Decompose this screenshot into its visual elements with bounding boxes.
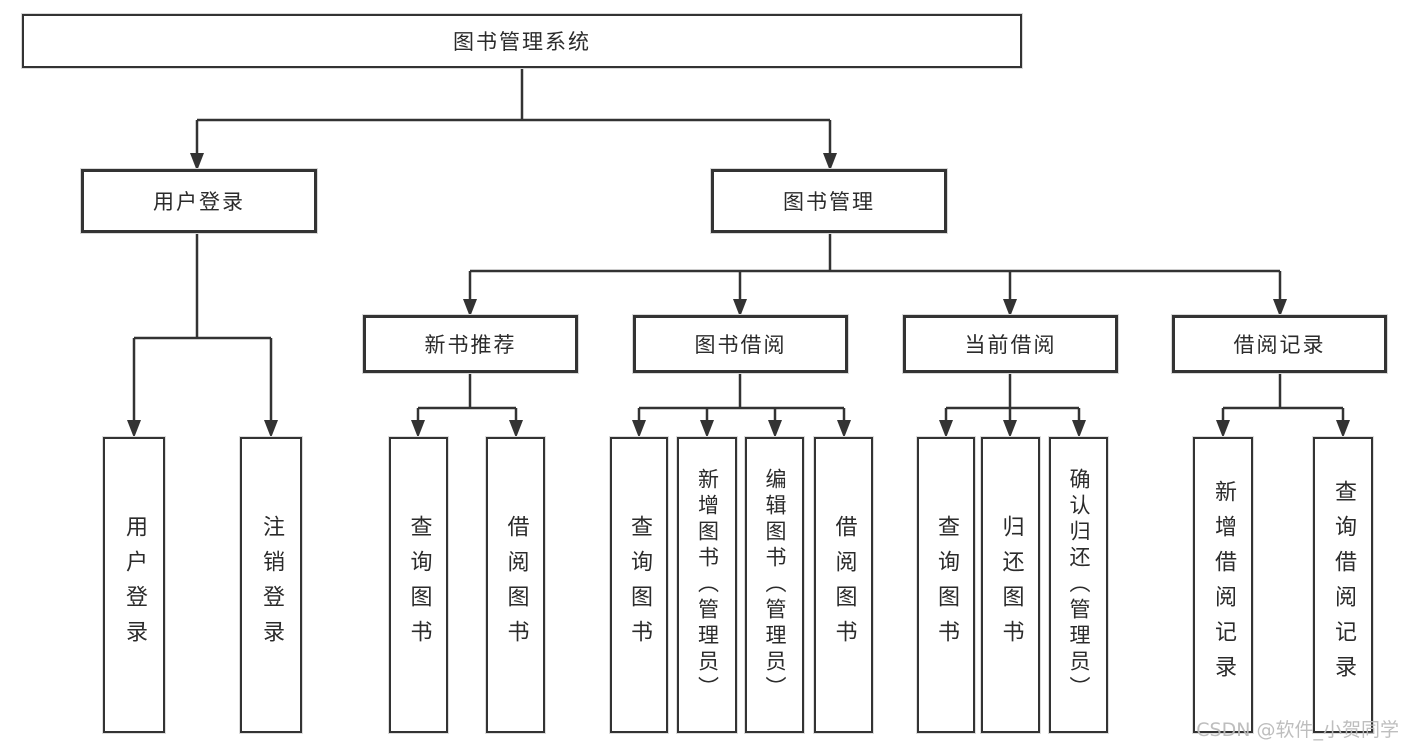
arrow-down-icon (1072, 420, 1086, 438)
leaf-borrow-add-book: 新增图书（管理员） (677, 437, 737, 733)
leaf-newbooks-query-label: 查询图书 (406, 515, 432, 655)
connector-current-borrow-branch (944, 373, 1081, 423)
leaf-newbooks-query: 查询图书 (389, 437, 448, 733)
leaf-borrow-borrow-book: 借阅图书 (814, 437, 873, 733)
leaf-records-query: 查询借阅记录 (1313, 437, 1373, 733)
node-new-book-recommend-label: 新书推荐 (424, 333, 517, 357)
leaf-user-login: 用户登录 (103, 437, 165, 733)
arrow-down-icon (768, 420, 782, 438)
leaf-borrow-edit-book: 编辑图书（管理员） (745, 437, 804, 733)
arrow-down-icon (1336, 420, 1350, 438)
leaf-borrow-edit-book-label: 编辑图书（管理员） (763, 468, 787, 702)
connector-new-books-branch (416, 373, 518, 423)
node-book-management: 图书管理 (711, 169, 947, 233)
node-user-login: 用户登录 (81, 169, 317, 233)
arrow-down-icon (509, 420, 523, 438)
node-new-book-recommend: 新书推荐 (363, 315, 578, 373)
leaf-user-login-label: 用户登录 (122, 515, 147, 655)
arrow-down-icon (1273, 299, 1287, 317)
leaf-logout: 注销登录 (240, 437, 302, 733)
arrow-down-icon (411, 420, 425, 438)
node-book-management-label: 图书管理 (783, 190, 875, 214)
node-book-borrow: 图书借阅 (633, 315, 848, 373)
node-user-login-label: 用户登录 (153, 190, 245, 214)
connector-root-branch (195, 68, 832, 156)
arrowheads (127, 153, 1350, 438)
arrow-down-icon (632, 420, 646, 438)
leaf-borrow-query: 查询图书 (610, 437, 668, 733)
connector-book-borrow-branch (637, 373, 846, 423)
arrow-down-icon (733, 299, 747, 317)
leaf-current-confirm-return-label: 确认归还（管理员） (1067, 468, 1091, 702)
watermark: CSDN @软件_小贺同学 (1196, 719, 1399, 741)
leaf-records-query-label: 查询借阅记录 (1331, 480, 1356, 690)
leaf-current-confirm-return: 确认归还（管理员） (1049, 437, 1108, 733)
leaf-records-add-label: 新增借阅记录 (1211, 480, 1236, 690)
leaf-borrow-borrow-book-label: 借阅图书 (831, 515, 857, 655)
leaf-borrow-add-book-label: 新增图书（管理员） (695, 468, 720, 702)
arrow-down-icon (127, 420, 141, 438)
arrow-down-icon (1216, 420, 1230, 438)
node-borrow-records: 借阅记录 (1172, 315, 1387, 373)
leaf-newbooks-borrow-label: 借阅图书 (503, 515, 529, 655)
leaf-newbooks-borrow: 借阅图书 (486, 437, 545, 733)
connector-user-login-branch (132, 233, 273, 423)
connector-book-mgmt-branch (468, 233, 1282, 301)
leaf-logout-label: 注销登录 (259, 515, 284, 655)
node-current-borrow-label: 当前借阅 (964, 333, 1057, 357)
arrow-down-icon (1003, 420, 1017, 438)
arrow-down-icon (939, 420, 953, 438)
leaf-current-return: 归还图书 (981, 437, 1040, 733)
arrow-down-icon (700, 420, 714, 438)
leaf-current-return-label: 归还图书 (998, 515, 1024, 655)
arrow-down-icon (264, 420, 278, 438)
arrow-down-icon (823, 153, 837, 171)
node-borrow-records-label: 借阅记录 (1233, 333, 1326, 357)
arrow-down-icon (837, 420, 851, 438)
leaf-borrow-query-label: 查询图书 (627, 515, 652, 655)
node-book-borrow-label: 图书借阅 (694, 333, 787, 357)
arrow-down-icon (190, 153, 204, 171)
leaf-current-query-label: 查询图书 (934, 515, 959, 655)
leaf-current-query: 查询图书 (917, 437, 975, 733)
arrow-down-icon (1003, 299, 1017, 317)
node-root: 图书管理系统 (22, 14, 1022, 68)
leaf-records-add: 新增借阅记录 (1193, 437, 1253, 733)
node-current-borrow: 当前借阅 (903, 315, 1118, 373)
node-root-label: 图书管理系统 (453, 30, 591, 54)
arrow-down-icon (463, 299, 477, 317)
connector-borrow-records-branch (1221, 373, 1345, 423)
